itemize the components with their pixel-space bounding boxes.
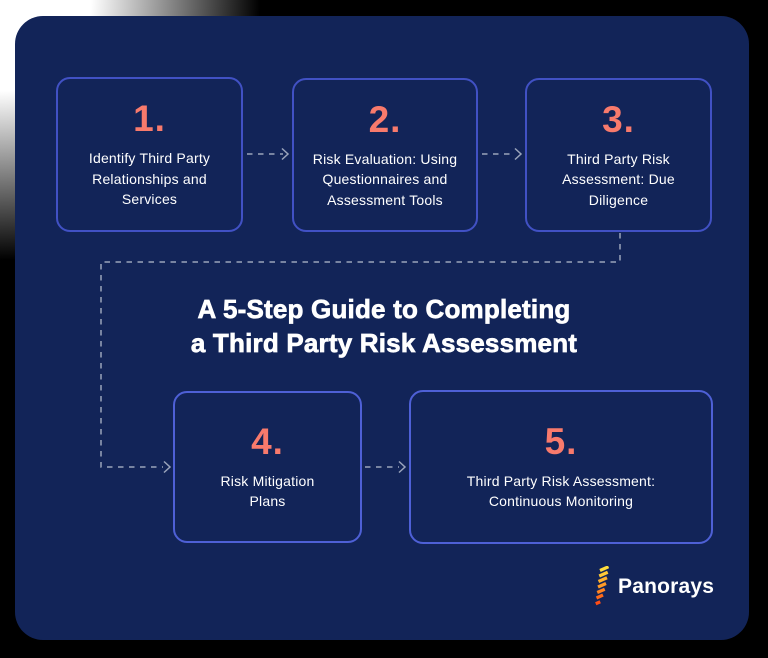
step-1-line: Relationships and — [92, 170, 207, 187]
step-2-number: 2. — [368, 98, 402, 140]
step-box-3: 3. Third Party Risk Assessment: Due Dili… — [525, 78, 712, 232]
step-box-2: 2. Risk Evaluation: Using Questionnaires… — [292, 78, 478, 232]
step-5-label: Third Party Risk Assessment: Continuous … — [467, 471, 655, 512]
step-4-label: Risk Mitigation Plans — [220, 471, 314, 512]
step-5-line: Third Party Risk Assessment: — [466, 472, 656, 489]
step-1-line: Identify Third Party — [88, 150, 211, 167]
step-3-line: Diligence — [588, 191, 649, 208]
title-line-1: A 5-Step Guide to Completing — [197, 294, 571, 325]
step-box-4: 4. Risk Mitigation Plans — [173, 391, 362, 543]
step-3-number: 3. — [602, 98, 635, 140]
panorays-logo: Panorays — [594, 563, 714, 611]
step-3-label: Third Party Risk Assessment: Due Diligen… — [562, 149, 675, 211]
step-4-line: Risk Mitigation — [220, 472, 315, 489]
step-5-line: Continuous Monitoring — [488, 493, 634, 510]
step-2-line: Questionnaires and — [322, 171, 448, 188]
title-line-2: a Third Party Risk Assessment — [190, 327, 578, 358]
step-box-5: 5. Third Party Risk Assessment: Continuo… — [409, 390, 713, 544]
step-5-number: 5. — [544, 421, 578, 463]
step-3-line: Third Party Risk — [567, 150, 670, 167]
step-2-line: Assessment Tools — [327, 191, 443, 208]
step-2-label: Risk Evaluation: Using Questionnaires an… — [313, 149, 457, 211]
step-2-line: Risk Evaluation: Using — [312, 150, 458, 167]
step-1-line: Services — [121, 191, 178, 208]
step-1-label: Identify Third Party Relationships and S… — [89, 148, 210, 210]
infographic-title: A 5-Step Guide to Completing a Third Par… — [0, 293, 768, 360]
step-1-number: 1. — [133, 98, 166, 140]
panorays-stripes-icon — [595, 566, 609, 606]
step-4-line: Plans — [249, 493, 286, 510]
step-box-1: 1. Identify Third Party Relationships an… — [56, 77, 243, 232]
step-4-number: 4. — [251, 421, 284, 463]
panorays-wordmark: Panorays — [618, 575, 715, 598]
step-3-line: Assessment: Due — [562, 171, 675, 188]
